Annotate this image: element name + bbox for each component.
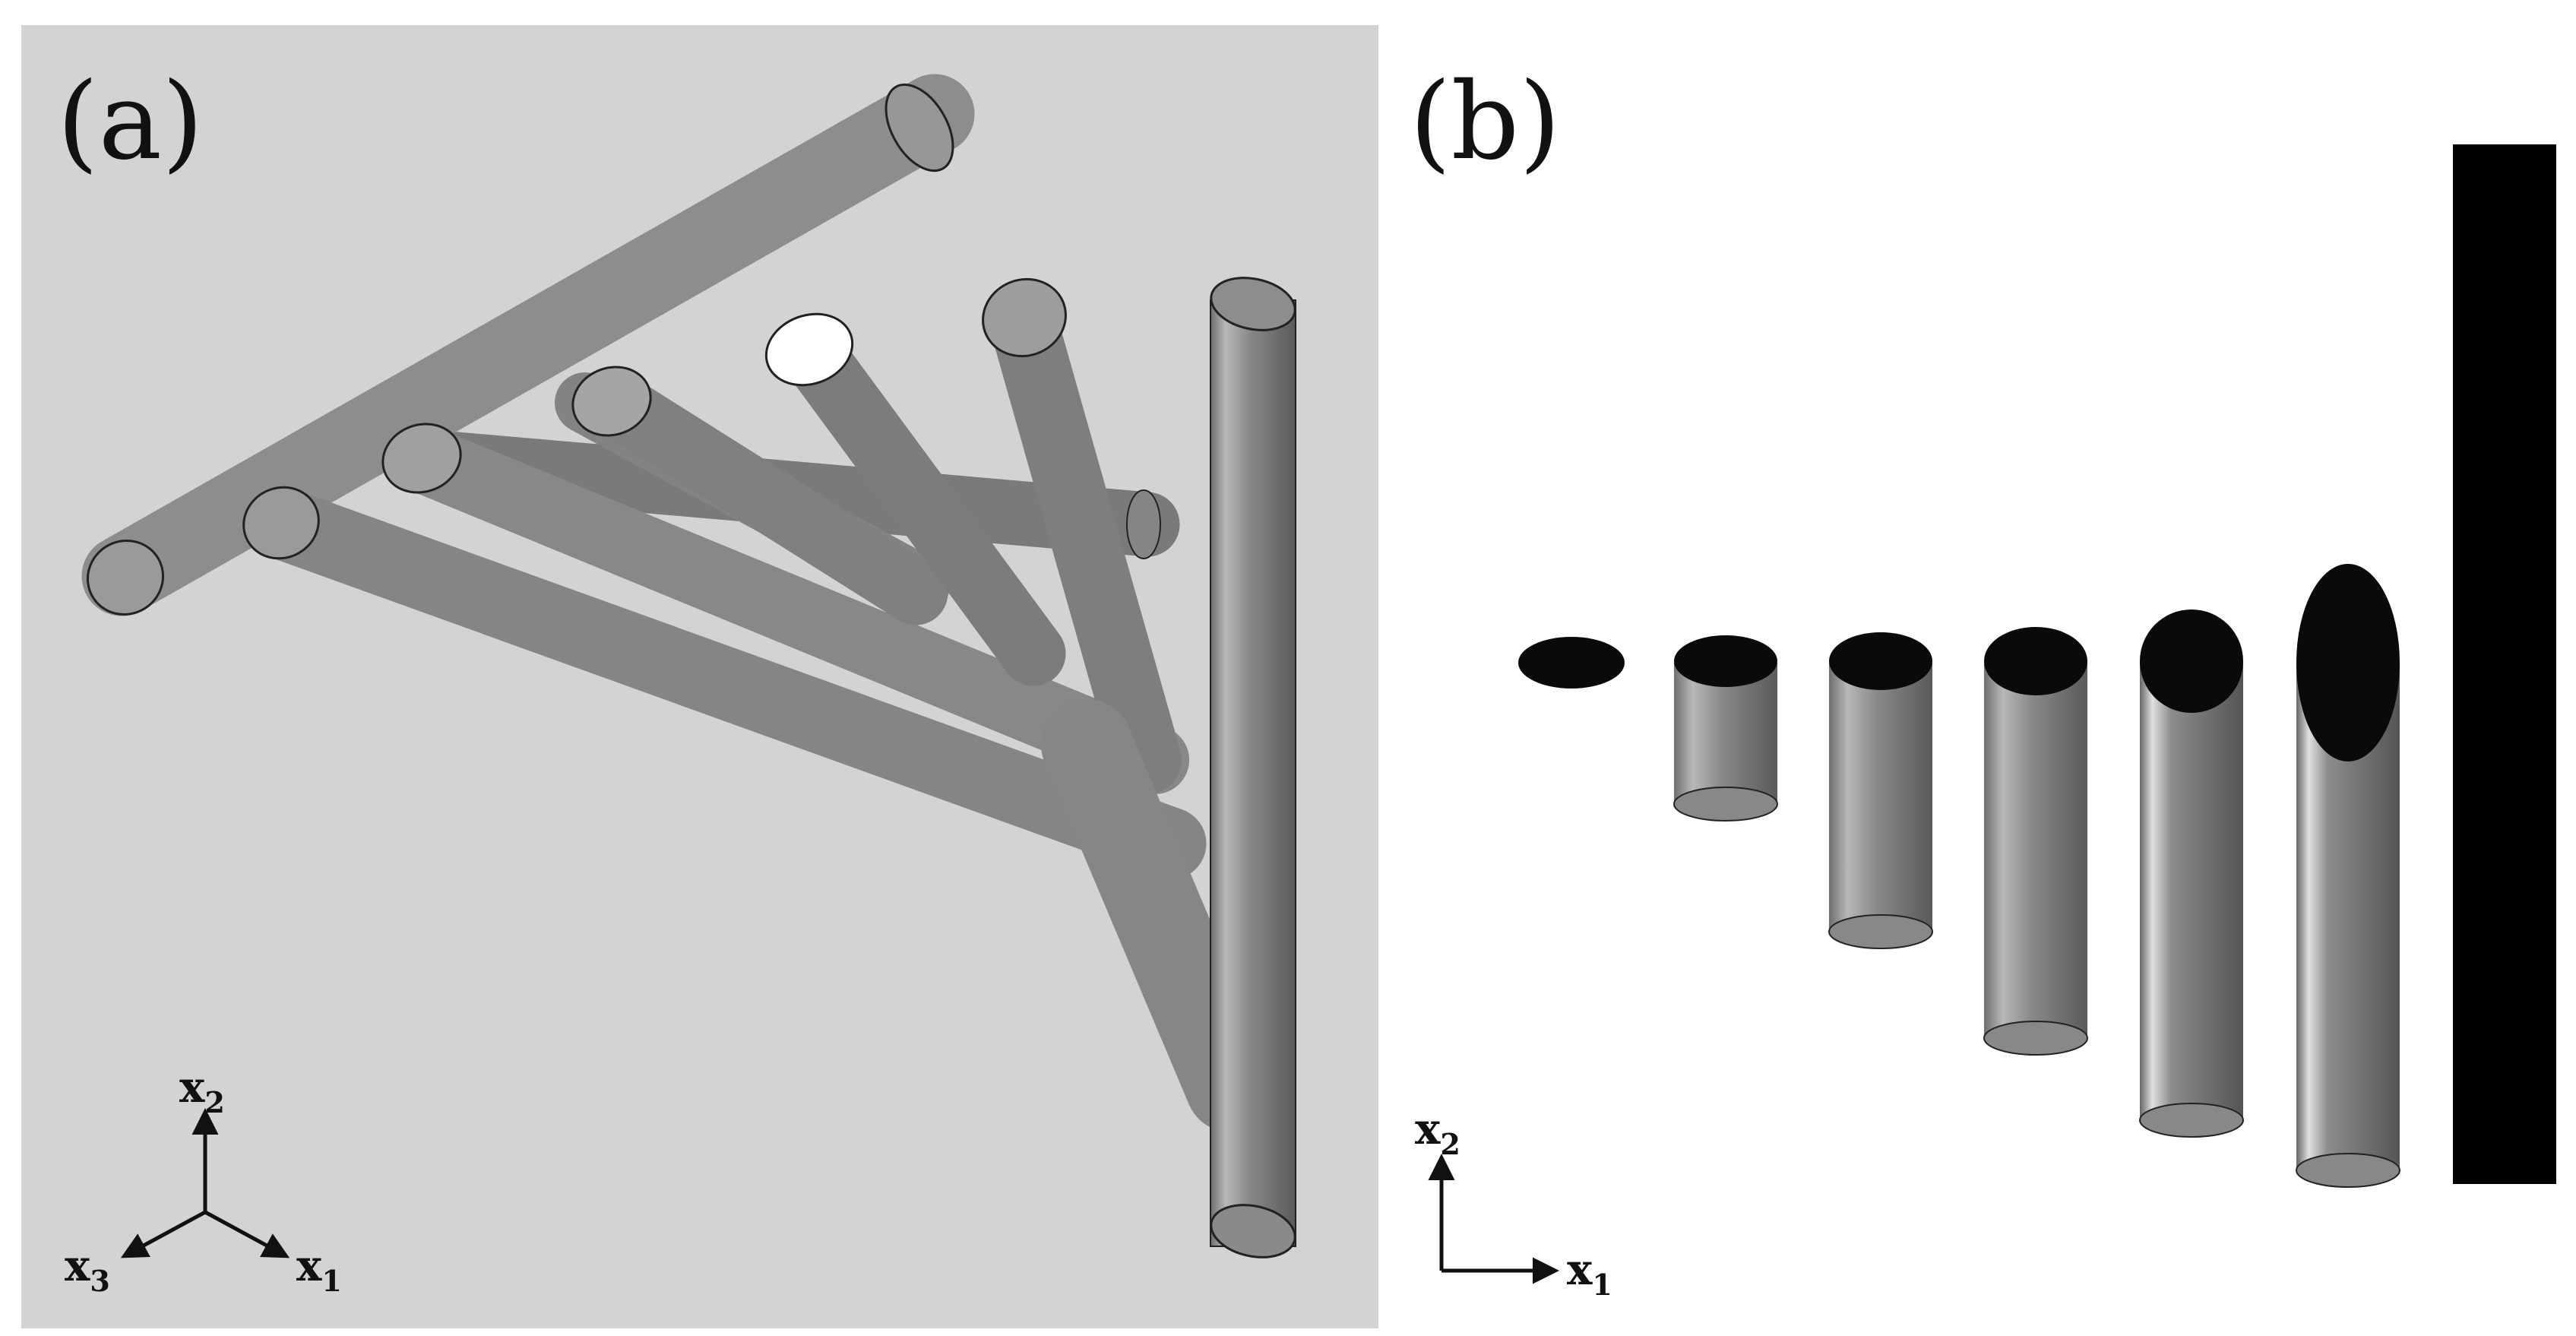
axis-label-x2-b: x2 — [1415, 1104, 1460, 1161]
tube-converged-trunk — [1041, 699, 1277, 1132]
svg-text:x3: x3 — [65, 1241, 110, 1298]
cap-left-branch — [242, 486, 320, 560]
cylinder-4-cap — [1984, 627, 2087, 695]
tube-top-end-cap — [885, 83, 954, 173]
svg-text:x2: x2 — [1415, 1104, 1460, 1161]
tube-left-branch — [242, 486, 1207, 880]
tube-vertical-right — [1210, 277, 1296, 1258]
cylinder-2 — [1673, 635, 1778, 822]
axis-label-x1-b: x1 — [1567, 1245, 1612, 1302]
cylinder-6 — [2296, 564, 2400, 1188]
cylinder-3-cap — [1829, 632, 1932, 690]
tube-upper-right-branch — [982, 277, 1182, 794]
cap-mid-left-branch — [381, 423, 462, 494]
black-bar — [2453, 144, 2556, 1184]
cap-upper-right-branch — [982, 277, 1067, 358]
axis-label-x1-a: x1 — [296, 1241, 342, 1298]
tube-center-branch — [571, 366, 948, 625]
cylinder-5 — [2139, 609, 2244, 1138]
tube-mid-left-branch — [381, 423, 1189, 794]
cylinder-1-cap — [1518, 637, 1625, 689]
cap-vertical-bottom — [1210, 1204, 1296, 1258]
svg-text:x2: x2 — [179, 1062, 225, 1119]
svg-text:x1: x1 — [296, 1241, 342, 1298]
cap-vertical-top — [1210, 277, 1296, 331]
cap-center-branch — [571, 366, 652, 437]
panel-a: (a) — [21, 25, 1378, 1328]
axes-b — [1428, 1154, 1559, 1284]
cylinder-4 — [1983, 627, 2088, 1056]
panel-b-label: (b) — [1410, 60, 1561, 184]
svg-text:x1: x1 — [1567, 1245, 1612, 1302]
tube-white-cap-branch — [764, 312, 1066, 686]
axis-x1-arrow-a — [204, 1210, 290, 1258]
tube-top-start-cap — [86, 539, 165, 616]
axis-label-x2-a: x2 — [179, 1062, 225, 1119]
axis-label-x3-a: x3 — [65, 1241, 110, 1298]
cylinder-3 — [1828, 632, 1933, 949]
panel-b: (b) — [1410, 60, 2556, 1302]
cap-white — [764, 312, 854, 387]
cylinder-2-cap — [1674, 635, 1777, 687]
axes-triad-a — [120, 1108, 290, 1258]
branching-tube-assembly — [81, 74, 1296, 1258]
cylinder-5-cap — [2140, 609, 2243, 713]
axis-x3-arrow-a — [120, 1210, 207, 1258]
cylinder-1 — [1518, 637, 1625, 689]
cylinder-6-cap — [2296, 564, 2400, 761]
panel-a-label: (a) — [57, 60, 204, 184]
